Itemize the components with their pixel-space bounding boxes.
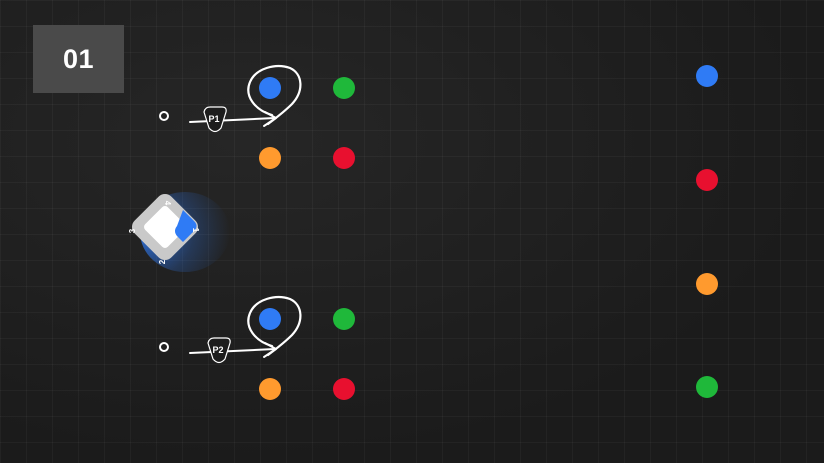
p2-dot-blue[interactable] <box>259 308 281 330</box>
p2-dot-red[interactable] <box>333 378 355 400</box>
p1-dot-blue[interactable] <box>259 77 281 99</box>
p1-start-marker <box>159 111 169 121</box>
p2-circle-mark <box>247 296 302 357</box>
level-number: 01 <box>62 43 95 74</box>
p1-dot-green[interactable] <box>333 77 355 99</box>
slot-4-label: 4 <box>163 201 172 206</box>
p2-dot-green[interactable] <box>333 308 355 330</box>
slot-1-highlight <box>175 210 197 242</box>
p2-dot-orange[interactable] <box>259 378 281 400</box>
selector-center <box>144 206 186 248</box>
p1-label: P1 <box>208 114 219 124</box>
p2-start-marker <box>159 342 169 352</box>
p1-circle-mark <box>247 65 302 126</box>
slot-3-label: 3 <box>128 228 137 233</box>
target-dot-blue[interactable] <box>696 65 718 87</box>
p2-tag: P2 <box>207 337 231 364</box>
level-badge: 01 <box>33 25 124 93</box>
p2-label: P2 <box>212 345 223 355</box>
p1-tag: P1 <box>203 106 227 133</box>
slot-1-label: 1 <box>191 228 200 233</box>
target-dot-orange[interactable] <box>696 273 718 295</box>
slot-selector[interactable]: 1 2 3 4 <box>128 190 230 272</box>
p1-arrow <box>189 111 277 127</box>
p1-dot-orange[interactable] <box>259 147 281 169</box>
target-dot-red[interactable] <box>696 169 718 191</box>
slot-2-label: 2 <box>158 259 167 264</box>
p2-arrow <box>189 342 277 358</box>
target-dot-green[interactable] <box>696 376 718 398</box>
p1-dot-red[interactable] <box>333 147 355 169</box>
